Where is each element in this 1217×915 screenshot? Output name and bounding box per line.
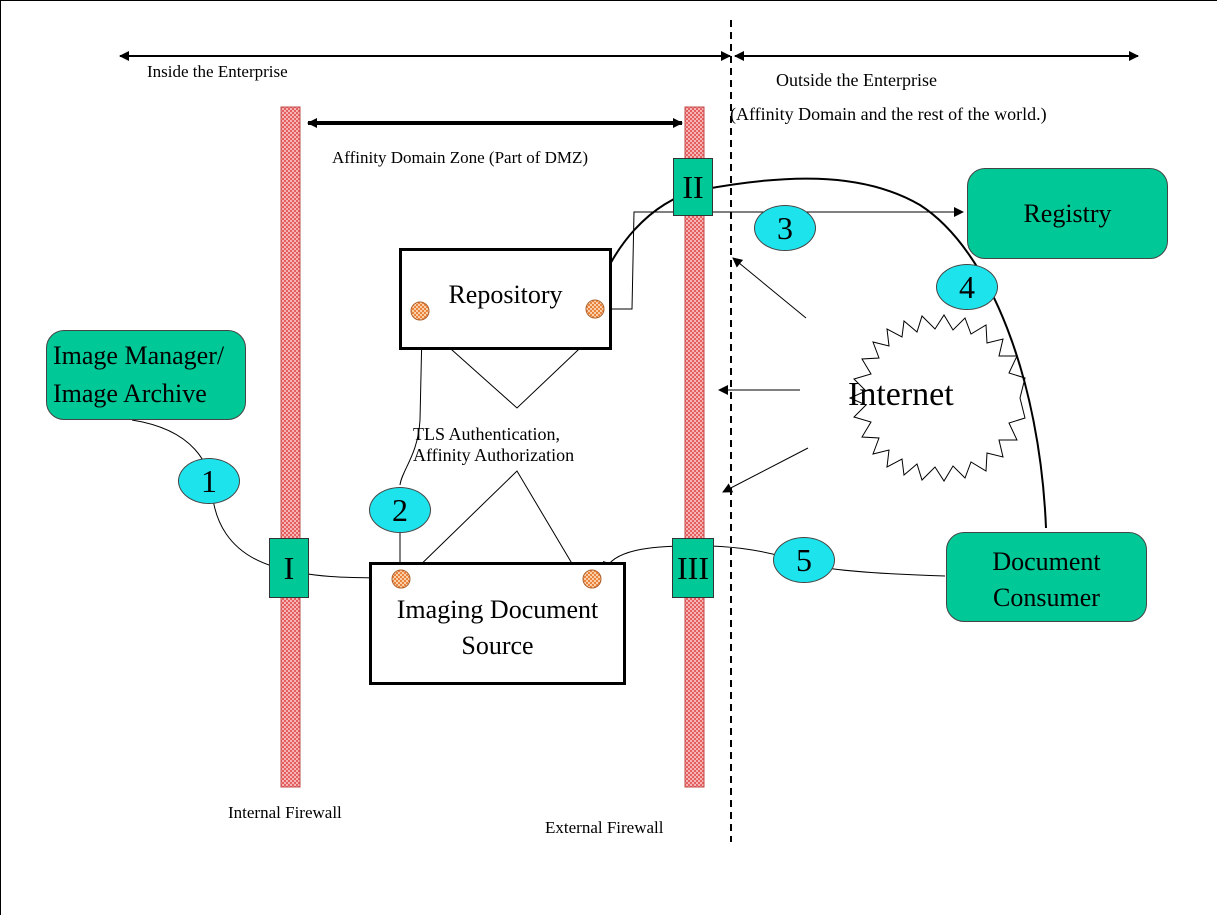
imaging-source-label-line1: Imaging Document [396,595,599,624]
flow-5-connector [603,545,946,577]
flow-1-connector [131,419,395,583]
internet-arrow-top [732,257,807,319]
step-1-badge: 1 [178,458,240,504]
registry-node[interactable]: Registry [967,168,1168,259]
internal-firewall-bar [280,106,301,788]
tls-annotation-line2: Affinity Authorization [413,445,575,465]
gate-i: I [269,538,309,598]
internet-label: Internet [848,376,954,413]
document-consumer-label-line2: Consumer [993,583,1100,612]
imaging-document-source-node[interactable]: Imaging Document Source [369,562,626,685]
outside-enterprise-label: Outside the Enterprise [776,70,937,90]
internet-cloud-shape [848,314,1026,482]
document-consumer-node[interactable]: Document Consumer [946,532,1147,622]
repository-label: Repository [448,280,563,309]
image-manager-label: Image Manager/ [53,341,225,370]
registry-label: Registry [1023,198,1112,228]
tls-pointer-source [407,470,581,578]
flow-4-connector [593,177,1047,529]
imaging-source-label-line2: Source [461,631,534,660]
gate-iii: III [672,538,714,598]
document-consumer-label-line1: Document [992,547,1101,576]
tls-annotation-line1: TLS Authentication, [413,424,560,444]
inside-enterprise-label: Inside the Enterprise [147,62,288,81]
repository-node[interactable]: Repository [399,248,612,350]
flow-2-connector-b [399,329,427,486]
step-3-badge: 3 [754,205,816,251]
step-4-badge: 4 [936,264,998,310]
dmz-label: Affinity Domain Zone (Part of DMZ) [332,148,589,167]
internal-firewall-label: Internal Firewall [228,803,342,822]
outside-enterprise-detail: (Affinity Domain and the rest of the wor… [730,104,1047,124]
external-firewall-bar [684,106,705,788]
image-manager-node[interactable]: Image Manager/ Image Archive [46,330,246,420]
tls-pointer-repository [432,331,598,409]
external-firewall-label: External Firewall [545,818,664,837]
step-5-badge: 5 [773,537,835,583]
internet-arrow-low [722,447,809,493]
image-archive-label: Image Archive [53,379,207,408]
step-2-badge: 2 [369,487,431,533]
gate-ii: II [673,158,713,216]
